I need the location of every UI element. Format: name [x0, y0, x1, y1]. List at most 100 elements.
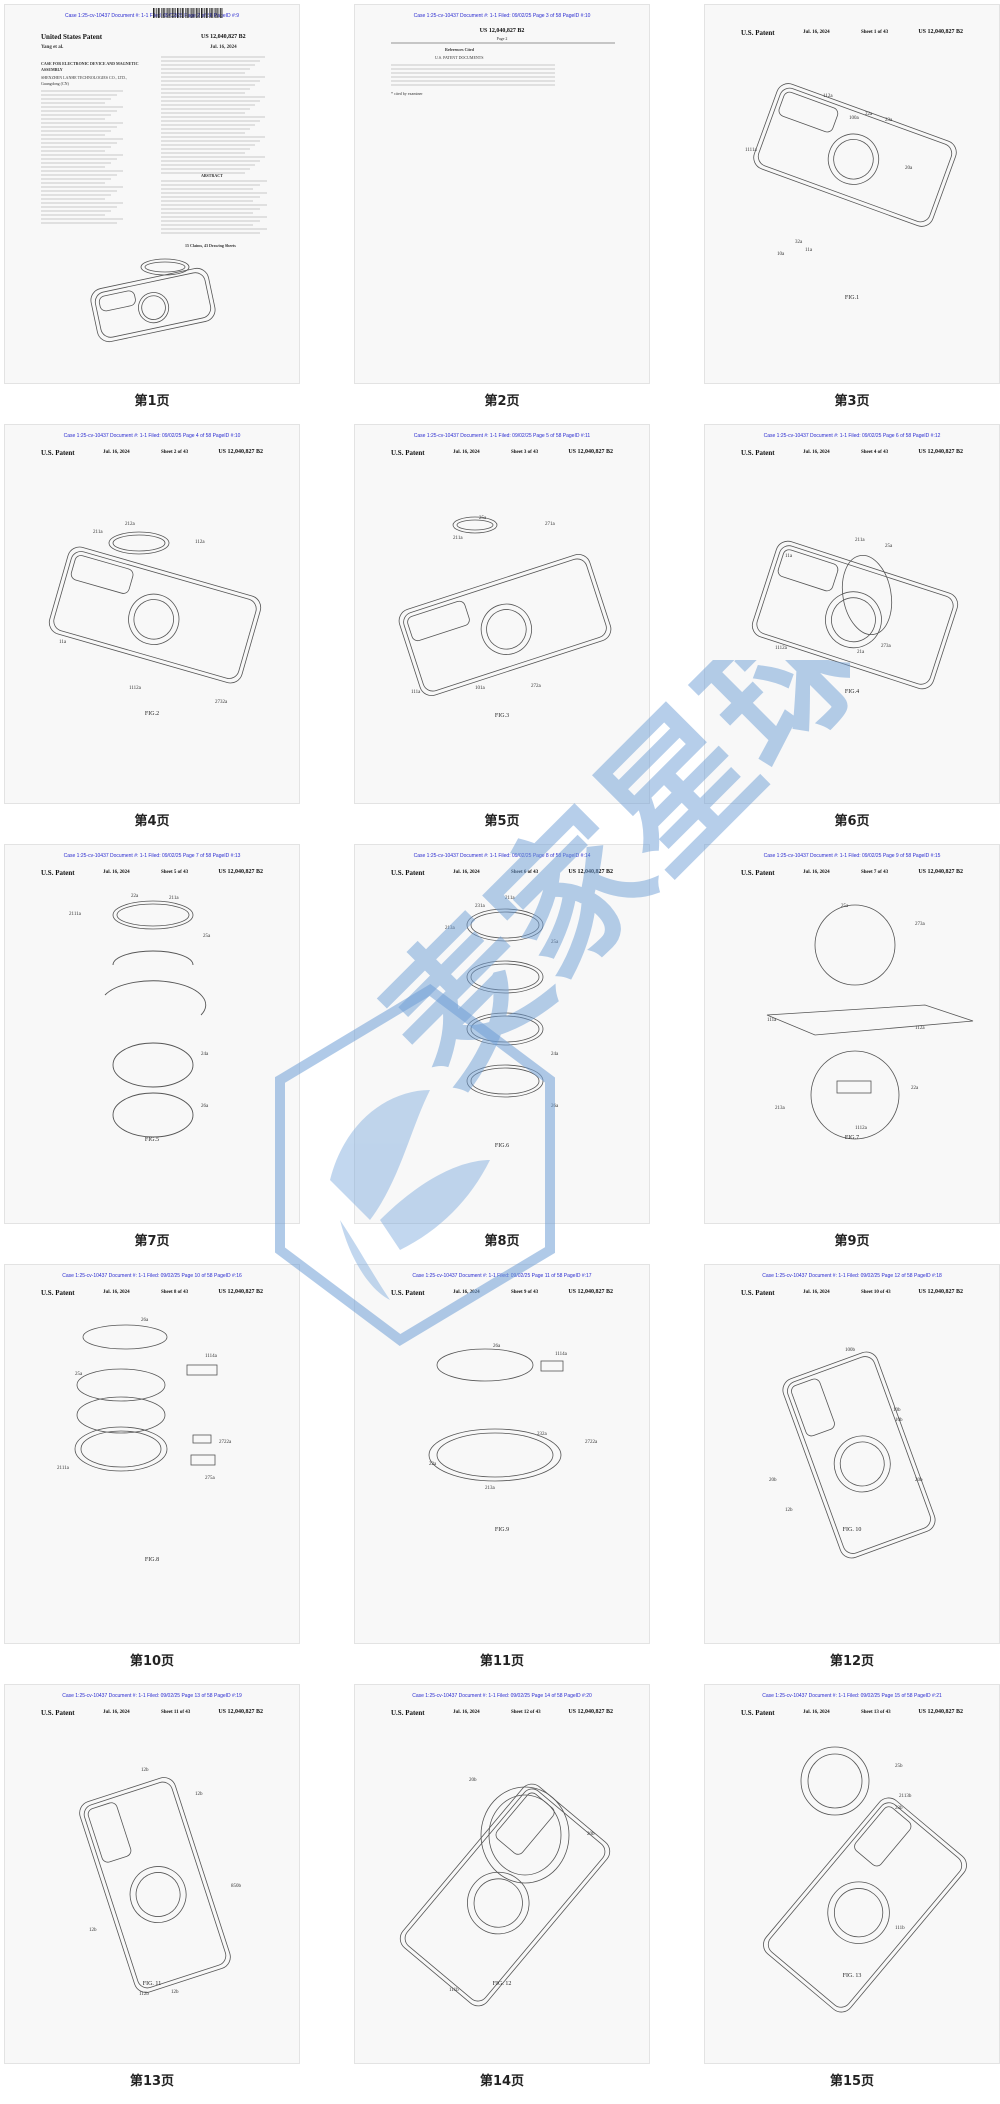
part-label: 26a [201, 1104, 209, 1109]
ring-stand-drawing [480, 1786, 570, 1884]
page2-title: US 12,040,827 B2 [479, 28, 525, 34]
part-label: 1112a [855, 1126, 868, 1131]
page-thumbnail[interactable]: Case 1:25-cv-10437 Document #: 1-1 Filed… [354, 4, 650, 424]
part-label: 23b [895, 1806, 903, 1811]
header-sheet: Sheet 12 of 43 [511, 1710, 541, 1715]
page-preview: Case 1:25-cv-10437 Document #: 1-1 Filed… [704, 1684, 1000, 2064]
page-thumbnail[interactable]: Case 1:25-cv-10437 Document #: 1-1 Filed… [4, 1684, 300, 2104]
case-header: Case 1:25-cv-10437 Document #: 1-1 Filed… [413, 13, 591, 19]
patent-number: US 12,040,827 B2 [201, 34, 246, 40]
part-label: 10a [777, 252, 785, 257]
part-label: 23a [885, 118, 893, 123]
page-thumbnail[interactable]: Case 1:25-cv-10437 Document #: 1-1 Filed… [354, 1264, 650, 1684]
part-label: 12b [171, 1990, 179, 1995]
phone-case-drawing [399, 1783, 611, 2007]
barcode [153, 8, 223, 18]
part-label: 25a [75, 1372, 83, 1377]
header-sheet: Sheet 3 of 43 [511, 450, 539, 455]
ring-stack-drawing [466, 908, 544, 1098]
case-header: Case 1:25-cv-10437 Document #: 1-1 Filed… [63, 433, 241, 439]
part-label: 111b [895, 1926, 905, 1931]
part-label: 2722a [219, 1440, 232, 1445]
page-preview: Case 1:25-cv-10437 Document #: 1-1 Filed… [4, 4, 300, 384]
page-thumbnail[interactable]: Case 1:25-cv-10437 Document #: 1-1 Filed… [4, 4, 300, 424]
header-sheet: Sheet 9 of 43 [511, 1290, 539, 1295]
part-label: 112a [195, 540, 205, 545]
page-thumbnail[interactable]: Case 1:25-cv-10437 Document #: 1-1 Filed… [4, 844, 300, 1264]
header-left: U.S. Patent [391, 869, 425, 877]
page-thumbnail[interactable]: Case 1:25-cv-10437 Document #: 1-1 Filed… [354, 424, 650, 844]
page-thumbnail[interactable]: Case 1:25-cv-10437 Document #: 1-1 Filed… [4, 1264, 300, 1684]
header-number: US 12,040,827 B2 [568, 1289, 613, 1295]
header-number: US 12,040,827 B2 [218, 1289, 263, 1295]
page-thumbnail[interactable]: Case 1:25-cv-10437 Document #: 1-1 Filed… [704, 1264, 1000, 1684]
case-header: Case 1:25-cv-10437 Document #: 1-1 Filed… [412, 1693, 592, 1699]
page-preview: Case 1:25-cv-10437 Document #: 1-1 Filed… [4, 1264, 300, 1644]
patent-title: CASE FOR ELECTRONIC DEVICE AND MAGNETIC … [41, 61, 139, 72]
drawing-canvas [391, 42, 615, 86]
case-header: Case 1:25-cv-10437 Document #: 1-1 Filed… [62, 1693, 242, 1699]
header-sheet: Sheet 8 of 43 [161, 1290, 189, 1295]
page-preview: Case 1:25-cv-10437 Document #: 1-1 Filed… [354, 1684, 650, 2064]
header-sheet: Sheet 7 of 43 [861, 870, 889, 875]
page-preview: Case 1:25-cv-10437 Document #: 1-1 Filed… [704, 844, 1000, 1224]
phone-case-drawing [79, 1777, 231, 1993]
case-header: Case 1:25-cv-10437 Document #: 1-1 Filed… [763, 853, 941, 859]
page-caption: 第14页 [479, 2074, 525, 2089]
page-preview: Case 1:25-cv-10437 Document #: 1-1 Filed… [354, 4, 650, 384]
case-header: Case 1:25-cv-10437 Document #: 1-1 Filed… [763, 433, 941, 439]
header-sheet: Sheet 6 of 43 [511, 870, 539, 875]
part-label: 213a [775, 1106, 786, 1111]
page-caption: 第8页 [484, 1234, 520, 1249]
part-label: 2113b [899, 1794, 912, 1799]
page-thumbnail[interactable]: Case 1:25-cv-10437 Document #: 1-1 Filed… [354, 844, 650, 1264]
page-thumbnail[interactable]: Case 1:25-cv-10437 Document #: 1-1 Filed… [704, 1684, 1000, 2104]
part-label: 10b [893, 1408, 901, 1413]
page-preview: Case 1:25-cv-10437 Document #: 1-1 Filed… [4, 844, 300, 1224]
header-date: Jul. 16, 2024 [453, 1710, 480, 1715]
part-label: 213a [485, 1486, 496, 1491]
page-preview: Case 1:25-cv-10437 Document #: 1-1 Filed… [4, 424, 300, 804]
case-header: Case 1:25-cv-10437 Document #: 1-1 Filed… [65, 13, 239, 19]
part-label: 21a [857, 650, 865, 655]
part-label: 211a [169, 896, 179, 901]
phone-case-drawing [753, 83, 957, 227]
page-caption: 第15页 [829, 2074, 875, 2089]
figure-label: FIG.2 [144, 711, 160, 717]
case-header: Case 1:25-cv-10437 Document #: 1-1 Filed… [413, 853, 591, 859]
part-label: 212a [125, 522, 136, 527]
part-label: 101a [475, 686, 486, 691]
page-thumbnail[interactable]: Case 1:25-cv-10437 Document #: 1-1 Filed… [354, 1684, 650, 2104]
page-preview: Case 1:25-cv-10437 Document #: 1-1 Filed… [354, 1264, 650, 1644]
part-label: 111a [411, 690, 421, 695]
header-sheet: Sheet 4 of 43 [861, 450, 889, 455]
header-date: Jul. 16, 2024 [103, 1290, 130, 1295]
header-left: U.S. Patent [41, 869, 75, 877]
header-date: Jul. 16, 2024 [803, 450, 830, 455]
part-label: 25a [841, 904, 849, 909]
header-number: US 12,040,827 B2 [218, 449, 263, 455]
page-thumbnail[interactable]: Case 1:25-cv-10437 Document #: 1-1 Filed… [704, 424, 1000, 844]
part-label: 22a [865, 112, 873, 117]
part-label: 22a [131, 894, 139, 899]
case-header: Case 1:25-cv-10437 Document #: 1-1 Filed… [413, 433, 591, 439]
page-thumbnail[interactable]: Case 1:25-cv-10437 Document #: 1-1 Filed… [704, 844, 1000, 1264]
page-caption: 第3页 [834, 394, 870, 409]
header-number: US 12,040,827 B2 [918, 449, 963, 455]
part-label: 25a [551, 940, 559, 945]
page-caption: 第2页 [484, 394, 520, 409]
header-number: US 12,040,827 B2 [218, 869, 263, 875]
figure-label: FIG.9 [494, 1527, 510, 1533]
page-thumbnail[interactable]: Case 1:25-cv-10437 Document #: 1-1 Filed… [4, 424, 300, 844]
references-subheading: U.S. PATENT DOCUMENTS [435, 55, 484, 60]
header-sheet: Sheet 10 of 43 [861, 1290, 891, 1295]
figure-label: FIG.6 [494, 1143, 510, 1149]
part-label: 11a [59, 640, 67, 645]
header-left: U.S. Patent [741, 1289, 775, 1297]
